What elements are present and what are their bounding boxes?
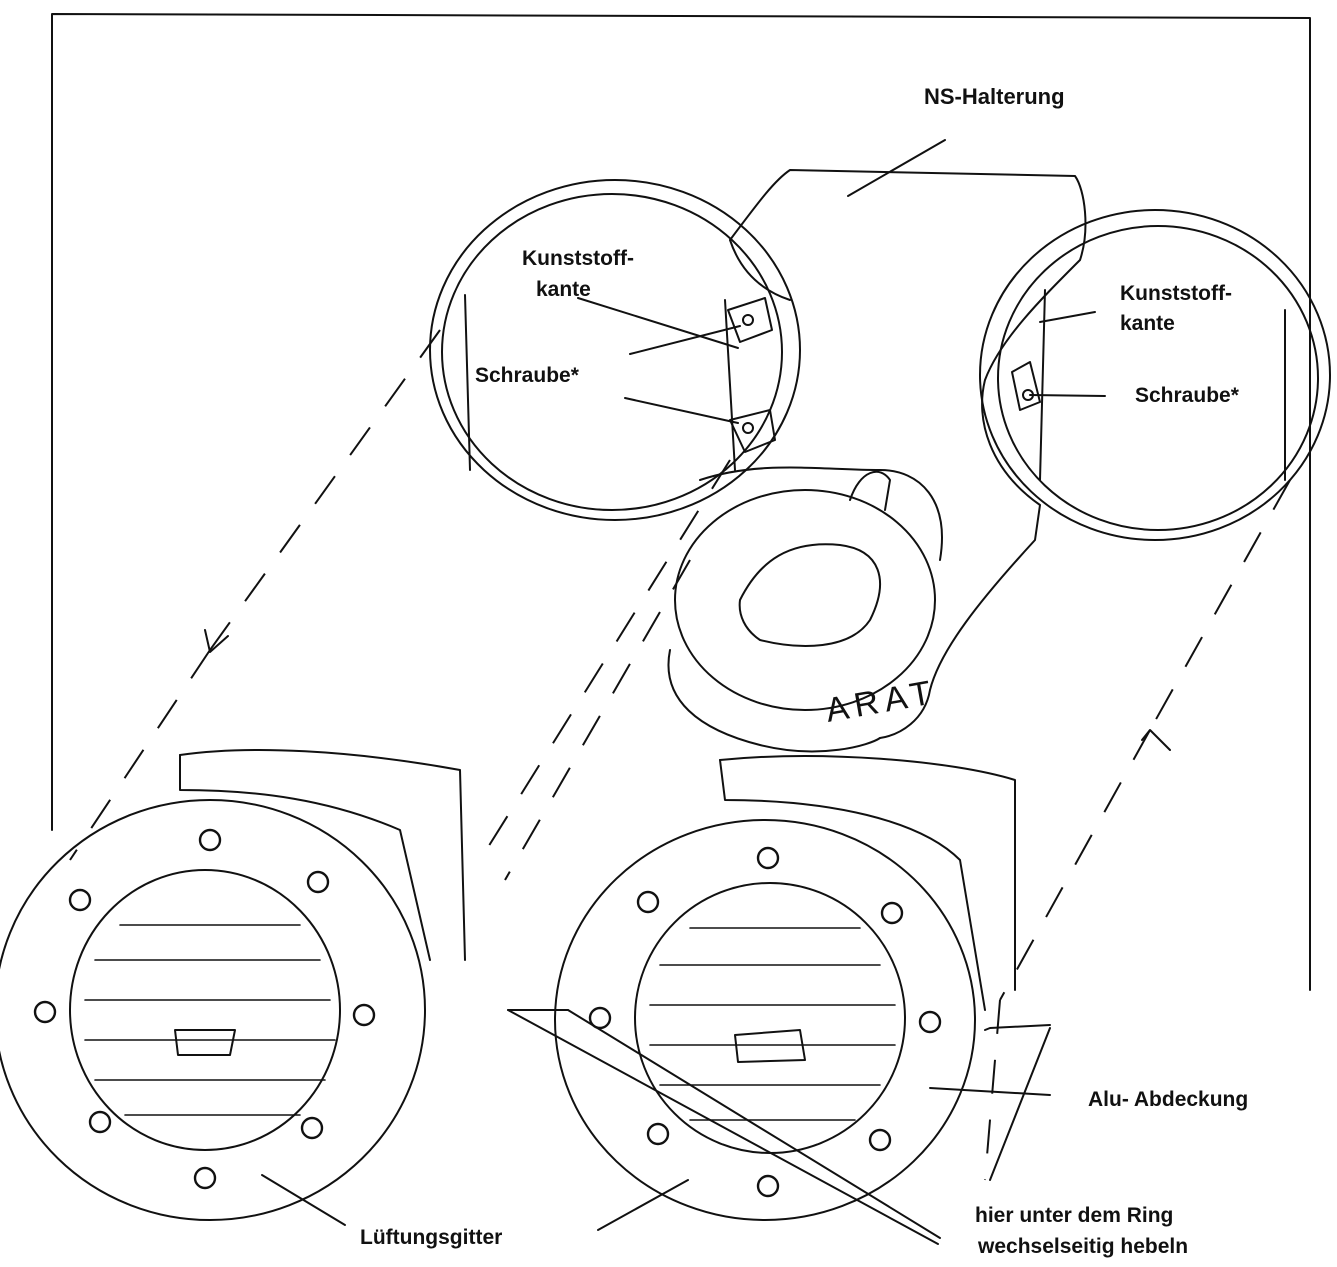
- left-screw-top-icon: [742, 314, 754, 326]
- left-clip-top: [727, 297, 773, 343]
- label-schraube-left: Schraube*: [475, 364, 580, 387]
- left-ring: [429, 179, 801, 521]
- label-lueftungsgitter: Lüftungsgitter: [360, 1226, 502, 1249]
- right-clip: [1011, 361, 1041, 411]
- page-frame: [51, 13, 1311, 991]
- label-alu-abdeckung: Alu- Abdeckung: [1088, 1088, 1248, 1111]
- label-kunststoffkante-right-line2: kante: [1120, 312, 1175, 335]
- label-ns-halterung: NS-Halterung: [924, 84, 1065, 109]
- label-kunststoffkante-left-line1: Kunststoff-: [522, 247, 634, 270]
- label-kunststoffkante-left-line2: kante: [536, 278, 591, 301]
- right-vent: [554, 755, 1016, 1221]
- label-hier-line1: hier unter dem Ring: [975, 1204, 1173, 1227]
- leader-lines: [261, 139, 1106, 1245]
- arrow-right: [1141, 729, 1171, 751]
- arat-text: ARAT: [823, 673, 940, 730]
- right-ring: [979, 209, 1331, 541]
- left-vent: [0, 749, 466, 1221]
- label-kunststoffkante-right-line1: Kunststoff-: [1120, 282, 1232, 305]
- right-louvers: [649, 927, 896, 1121]
- left-screw-bottom-icon: [742, 422, 754, 434]
- labels: NS-Halterung Kunststoff- kante Schraube*…: [360, 84, 1248, 1258]
- dashed-guides: [69, 329, 1291, 1181]
- label-schraube-right: Schraube*: [1135, 384, 1240, 407]
- left-louvers: [84, 924, 336, 1116]
- label-hier-line2: wechselseitig hebeln: [977, 1235, 1188, 1258]
- left-clip-bottom: [729, 409, 776, 453]
- arrow-left: [204, 629, 229, 653]
